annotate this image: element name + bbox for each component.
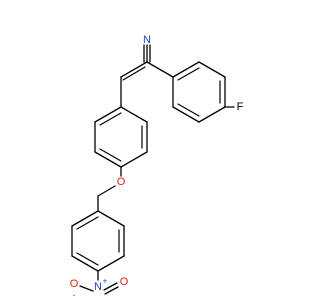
atom-label-nitro-nitrogen: N (94, 281, 102, 293)
ring-b-bond-1 (120, 106, 148, 123)
ring-a-bond-5 (172, 106, 200, 123)
bond-o-ch2 (97, 185, 116, 197)
bond-vinyl-double (122, 66, 146, 81)
bond-n-o-left (79, 285, 94, 292)
ring-a-bond-4 (198, 106, 226, 123)
ring-c-bond-1 (97, 210, 125, 227)
ring-c-inner-2 (76, 252, 99, 266)
nitrile-group (143, 44, 151, 63)
bond-n-o-right-1 (103, 282, 118, 291)
fluorophenyl-ring (172, 61, 226, 123)
molecule-drawing: N F O N + O - O (70, 34, 244, 300)
ring-c-inner-3 (76, 216, 99, 230)
atom-label-nitrile-n: N (143, 34, 151, 46)
ring-a-bond-2 (198, 61, 226, 78)
alkene-bond (120, 61, 148, 81)
ring-c-bond-4 (71, 255, 99, 272)
ring-c-bond-3 (97, 255, 125, 272)
bond-vinyl-single (120, 61, 148, 78)
atom-label-ether-oxygen: O (117, 176, 126, 188)
ring-b-inner-2 (99, 148, 122, 162)
charge-minus-nitro-oxygen: - (73, 291, 76, 300)
ring-b-bond-6 (94, 106, 122, 123)
charge-plus-nitro-nitrogen: + (103, 277, 108, 286)
ring-a-inner-1 (177, 67, 200, 81)
bond-vinyl-aryl (146, 61, 174, 78)
atom-label-nitro-oxygen-left: O (70, 278, 79, 290)
phenoxy-ring (94, 106, 148, 168)
structure-canvas: N F O N + O - O (70, 34, 244, 300)
atom-label-fluorine: F (237, 101, 244, 113)
bond-n-o-right-2 (104, 286, 119, 295)
ring-b-inner-3 (99, 112, 122, 126)
atom-label-nitro-oxygen-right: O (120, 276, 129, 288)
nitrophenyl-ring (71, 210, 125, 272)
ring-b-bond-4 (94, 151, 122, 168)
ring-a-inner-3 (177, 103, 200, 117)
ring-a-bond-1 (172, 61, 200, 78)
ring-b-bond-3 (120, 151, 148, 168)
ring-c-bond-6 (71, 210, 99, 227)
